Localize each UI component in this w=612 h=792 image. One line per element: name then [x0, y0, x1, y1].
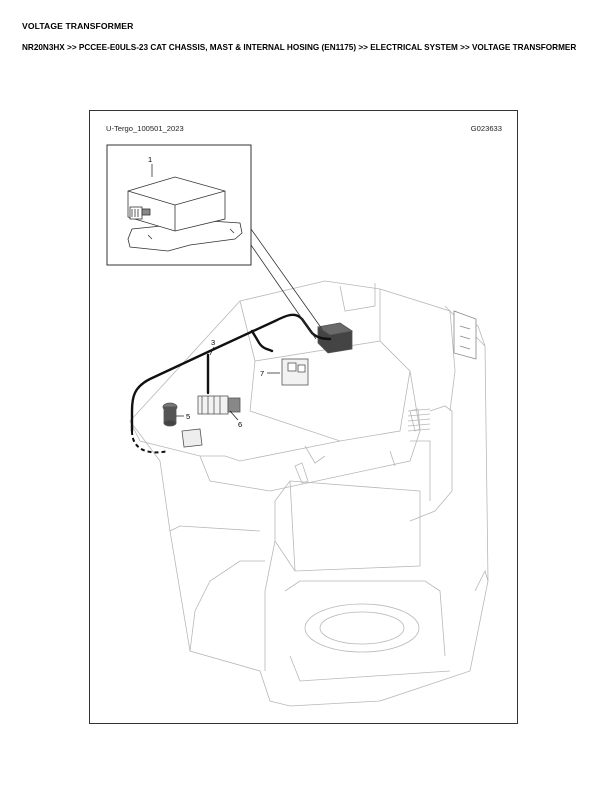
breadcrumb: NR20N3HX >> PCCEE-E0ULS-23 CAT CHASSIS, …	[22, 43, 577, 52]
figure-source-id: U-Tergo_100501_2023	[106, 124, 184, 133]
callout-7: 7	[260, 369, 264, 378]
parts-diagram-frame: U-Tergo_100501_2023 G023633	[89, 110, 518, 724]
mast-bracket-plate	[453, 310, 477, 360]
harness-hidden-run	[131, 430, 169, 454]
figure-number: G023633	[470, 124, 502, 133]
callout-labels: 1 3 5 6 7	[148, 155, 264, 429]
wiring-harness	[130, 313, 332, 433]
callout-3: 3	[211, 338, 215, 347]
transformer-detail	[127, 176, 243, 252]
electrical-components	[162, 322, 354, 448]
exploded-view-drawing	[106, 144, 489, 707]
callout-6: 6	[238, 420, 242, 429]
callout-leaders	[151, 164, 280, 421]
callout-5: 5	[186, 412, 190, 421]
callout-1: 1	[148, 155, 152, 164]
detail-zoom-leaders	[250, 228, 323, 340]
page-title: VOLTAGE TRANSFORMER	[22, 21, 134, 31]
chassis-outline	[129, 280, 489, 707]
